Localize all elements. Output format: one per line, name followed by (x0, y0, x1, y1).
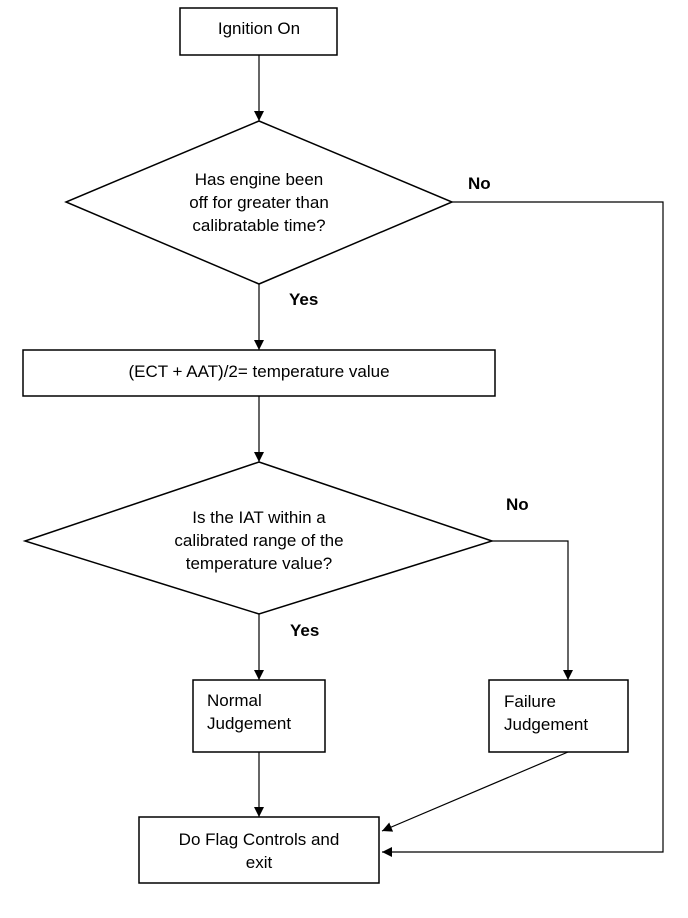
decision-text-line: calibratable time? (192, 216, 325, 235)
node-text-line: (ECT + AAT)/2= temperature value (128, 362, 389, 381)
node-text-line: exit (246, 853, 273, 872)
arrow-decision2-no-to-failure (492, 540, 573, 680)
decision-iat-range: Is the IAT within a calibrated range of … (22, 461, 495, 615)
arrow-decision1-no-to-flag (382, 201, 664, 857)
decision-text-line: off for greater than (189, 193, 329, 212)
decision-text-line: temperature value? (186, 554, 332, 573)
node-text-line: Failure (504, 692, 556, 711)
node-temperature-calc: (ECT + AAT)/2= temperature value (22, 349, 496, 397)
node-text-line: Judgement (504, 715, 588, 734)
edge-label-no: No (506, 495, 529, 514)
node-ignition-on: Ignition On (179, 7, 338, 56)
edge-label-no: No (468, 174, 491, 193)
edge-label-yes: Yes (289, 290, 318, 309)
connectors (254, 55, 664, 857)
decision-text-line: Has engine been (195, 170, 324, 189)
decision-text-line: calibrated range of the (174, 531, 343, 550)
node-normal-judgement: Normal Judgement (192, 679, 326, 753)
arrow-failure-to-flag (381, 751, 569, 832)
decision-text-line: Is the IAT within a (192, 508, 326, 527)
node-text-line: Normal (207, 691, 262, 710)
node-flag-controls: Do Flag Controls and exit (138, 816, 380, 884)
node-text-line: Ignition On (218, 19, 300, 38)
node-failure-judgement: Failure Judgement (488, 679, 629, 753)
node-text-line: Do Flag Controls and (179, 830, 340, 849)
edge-label-yes: Yes (290, 621, 319, 640)
node-text-line: Judgement (207, 714, 291, 733)
decision-engine-off: Has engine been off for greater than cal… (64, 120, 454, 285)
